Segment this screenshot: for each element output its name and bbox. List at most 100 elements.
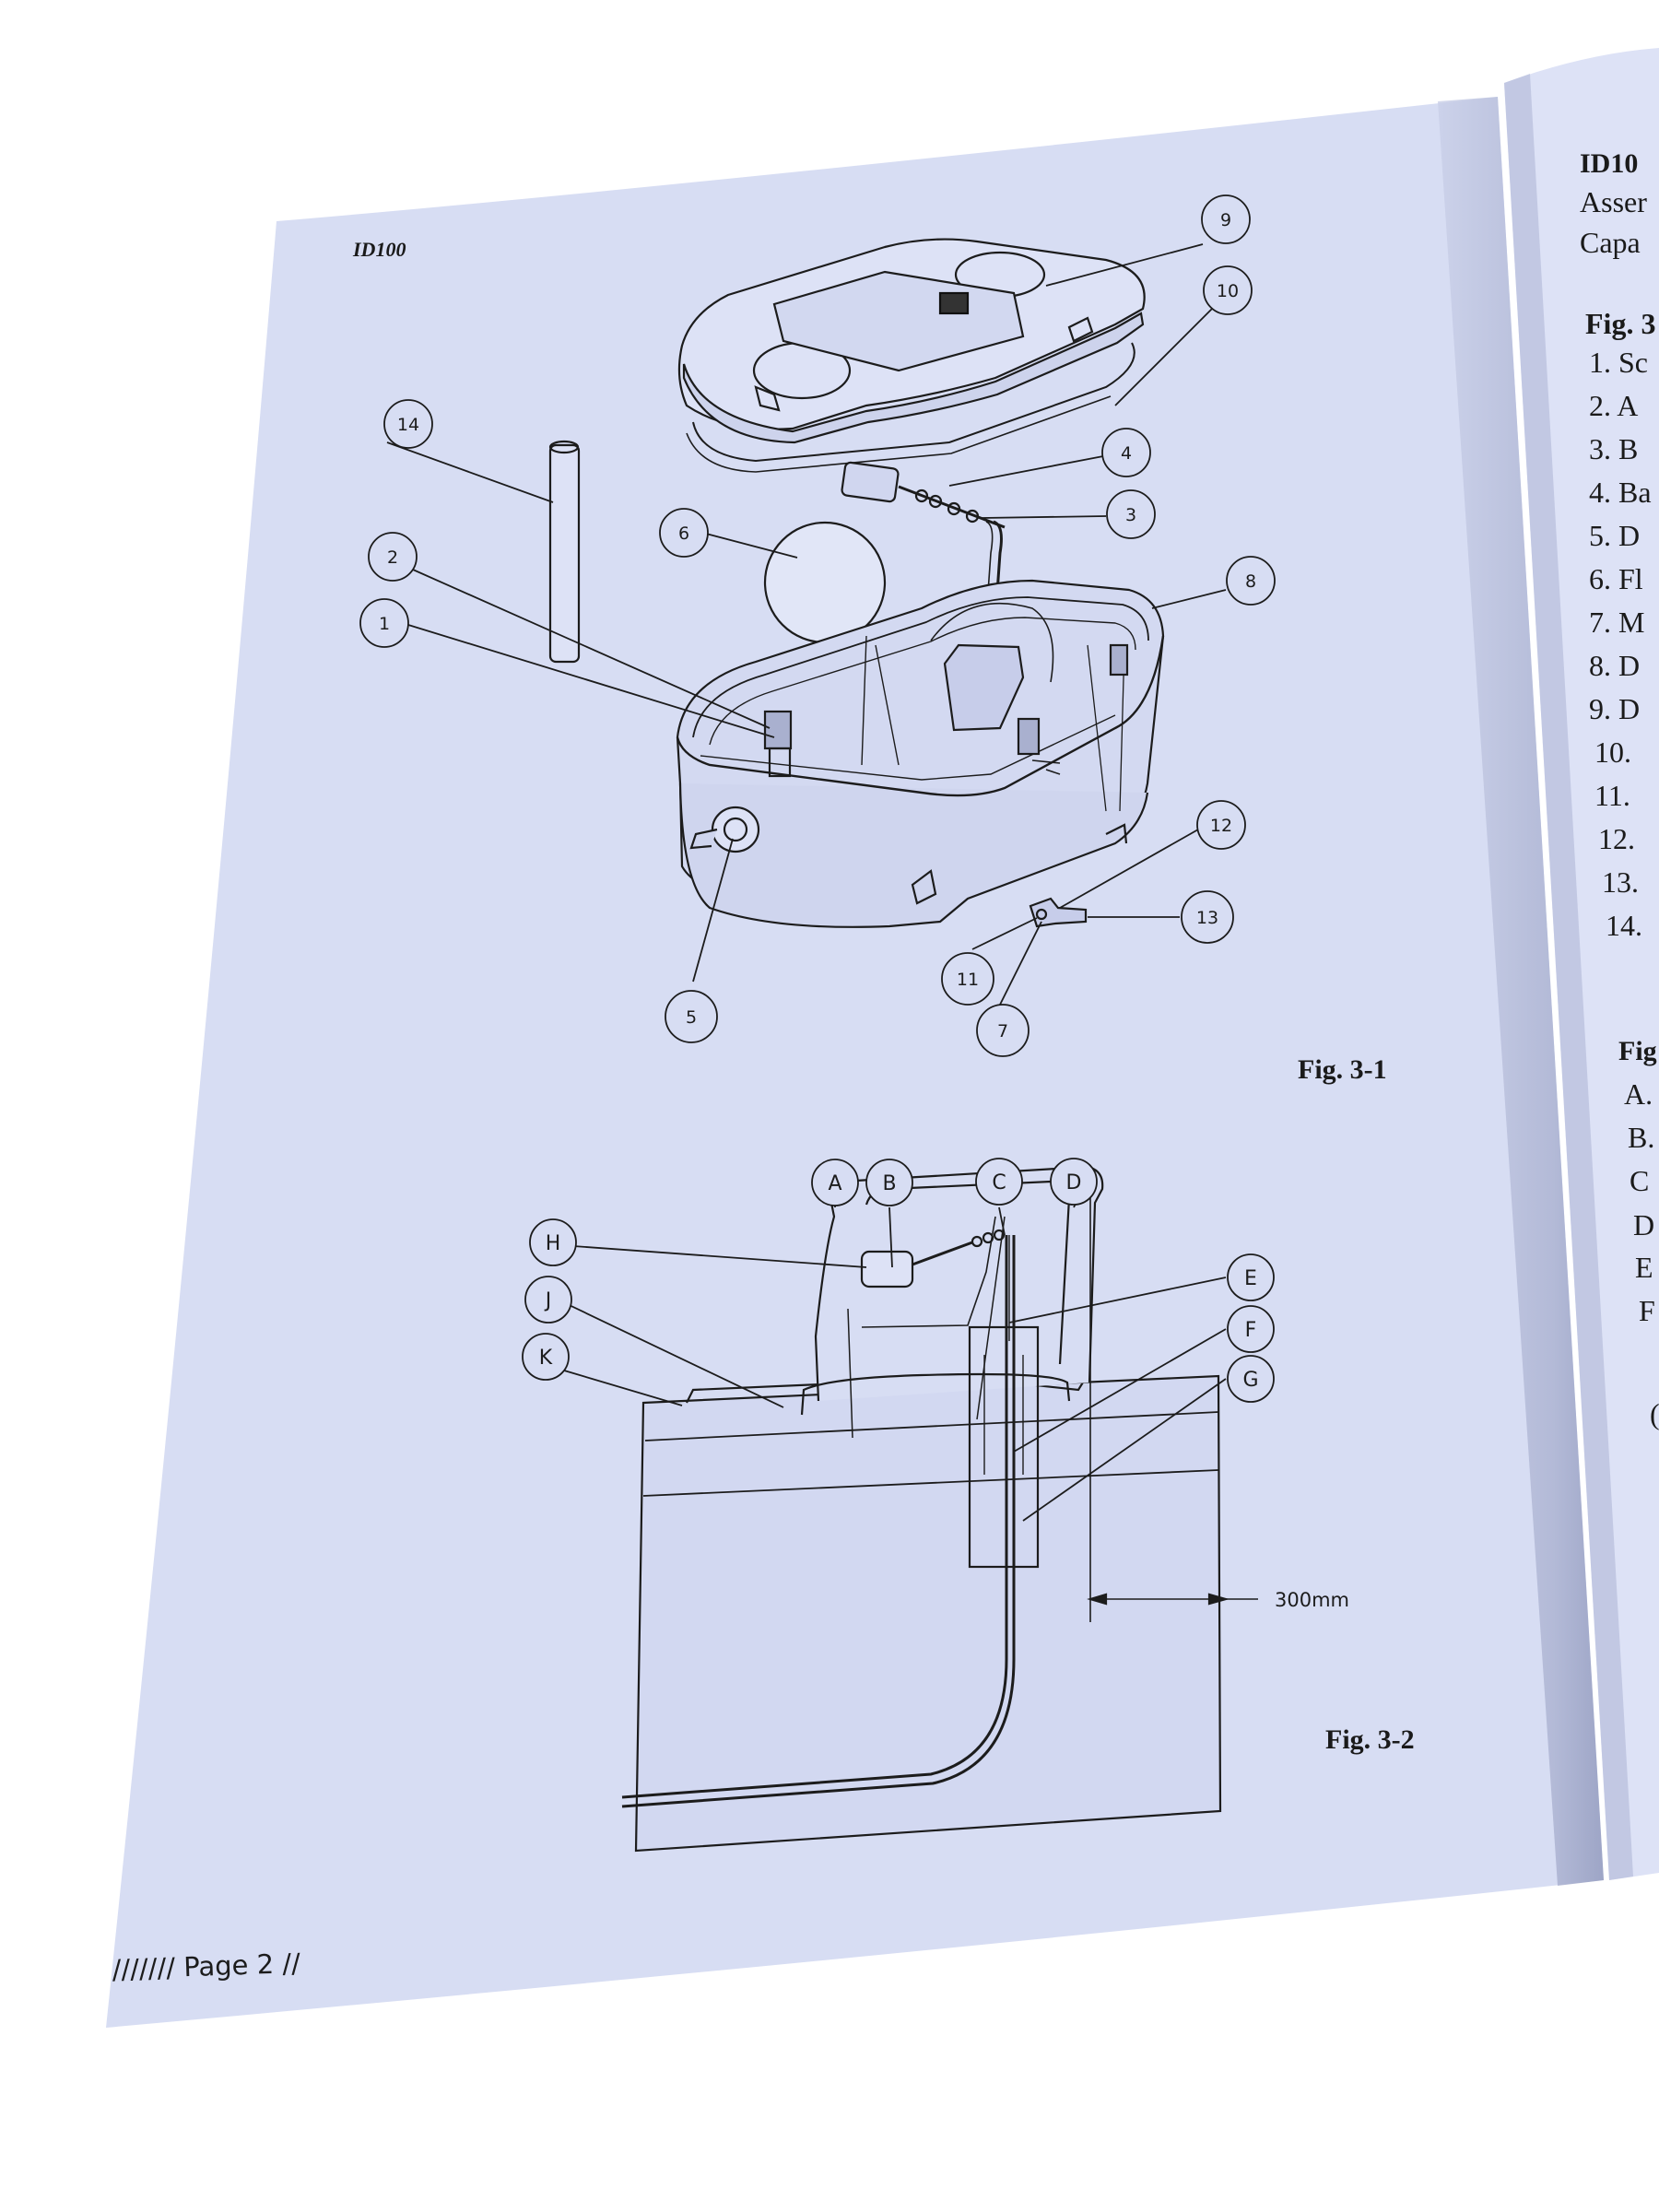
fig-3-1-callouts — [386, 243, 1227, 1006]
right-page-line1: Asser — [1580, 185, 1647, 218]
callout-10-label: 10 — [1217, 281, 1239, 301]
callout-7-label: 7 — [997, 1021, 1008, 1041]
callout-A-label: A — [828, 1172, 841, 1195]
callout-D — [1050, 1158, 1098, 1206]
callout-H — [529, 1218, 577, 1266]
right-list2-item: C — [1630, 1164, 1649, 1197]
right-list1-item: 11. — [1594, 779, 1630, 812]
right-list1-item: 2. A — [1589, 389, 1638, 422]
right-page-fig1-heading: Fig. 3 — [1585, 307, 1655, 340]
fig-3-1-circles — [359, 194, 1276, 1057]
callout-8 — [1226, 556, 1276, 606]
callout-H-label: H — [546, 1232, 561, 1255]
callout-5 — [665, 990, 718, 1043]
gasket — [692, 342, 1135, 463]
callout-B — [865, 1159, 913, 1206]
right-list1-item: 13. — [1602, 865, 1639, 899]
right-list2-item: E — [1635, 1251, 1653, 1284]
overflow-pipe — [548, 443, 581, 664]
callout-1 — [359, 598, 409, 648]
float-ball — [763, 521, 887, 644]
right-list2-item: F — [1639, 1294, 1655, 1327]
fig-3-1-caption: Fig. 3-1 — [1298, 1054, 1387, 1085]
callout-J — [524, 1276, 572, 1324]
right-list1-item: 5. D — [1589, 519, 1640, 552]
right-list1-item: 6. Fl — [1589, 562, 1643, 595]
callout-K — [522, 1333, 570, 1381]
callout-F — [1227, 1305, 1275, 1353]
callout-3-label: 3 — [1125, 505, 1136, 525]
callout-7 — [976, 1004, 1030, 1057]
right-page-lower-fragment: ( — [1650, 1397, 1659, 1430]
callout-9-label: 9 — [1220, 210, 1231, 230]
callout-2-label: 2 — [387, 547, 398, 568]
fig-3-1-drawing — [548, 238, 1165, 928]
callout-G — [1227, 1355, 1275, 1403]
right-list1-item: 9. D — [1589, 692, 1640, 725]
callout-B-label: B — [882, 1172, 896, 1195]
callout-8-label: 8 — [1245, 571, 1256, 592]
right-list1-item: 1. Sc — [1589, 346, 1648, 379]
page-footer: /////// Page 2 // — [112, 1947, 301, 1985]
fig-3-2-callout-labels: A B C D E F G H J K — [539, 1171, 1259, 1392]
callout-E — [1227, 1253, 1275, 1301]
callout-14 — [383, 399, 433, 449]
float-body — [860, 1250, 914, 1288]
right-list1-item: 3. B — [1589, 432, 1638, 465]
callout-10 — [1203, 265, 1253, 315]
fig-3-2-leaders — [554, 1180, 1227, 1522]
callout-C — [975, 1158, 1023, 1206]
right-list2-item: B. — [1628, 1121, 1654, 1154]
left-page-header: ID100 — [352, 238, 406, 261]
ground-slab — [634, 1374, 1222, 1853]
right-list1-item: 8. D — [1589, 649, 1640, 682]
callout-F-label: F — [1245, 1319, 1257, 1342]
fig-3-2-caption: Fig. 3-2 — [1325, 1724, 1415, 1755]
fig-3-2-drawing — [621, 1165, 1258, 1853]
callout-3 — [1106, 489, 1156, 539]
right-list1-item: 7. M — [1589, 606, 1644, 639]
right-list1-item: 14. — [1606, 909, 1642, 942]
right-page-header: ID10 — [1580, 148, 1638, 179]
callout-11 — [941, 952, 994, 1006]
right-list2-item: A. — [1624, 1077, 1653, 1111]
callout-6-label: 6 — [678, 524, 689, 544]
right-page-text: ID10 Asser Capa Fig. 3 1. Sc 2. A 3. B 4… — [1580, 148, 1659, 1430]
fig-3-1-callout-labels: 9 10 4 3 6 8 14 2 1 5 7 11 12 13 — [379, 210, 1256, 1041]
right-list1-item: 4. Ba — [1589, 476, 1652, 509]
callout-2 — [368, 532, 418, 582]
right-list1-item: 10. — [1594, 735, 1631, 769]
callout-11-label: 11 — [957, 970, 979, 990]
callout-12 — [1196, 800, 1246, 850]
callout-4 — [1101, 428, 1151, 477]
pipe-sleeve — [968, 1325, 1040, 1569]
page-gutter-shadow — [1438, 97, 1604, 1886]
callout-4-label: 4 — [1121, 443, 1132, 464]
callout-13 — [1181, 890, 1234, 944]
callout-12-label: 12 — [1210, 816, 1232, 836]
right-page-gutter — [1504, 74, 1633, 1880]
float-valve — [841, 461, 900, 503]
right-list1-item: 12. — [1598, 822, 1635, 855]
inlet-fitting — [711, 806, 760, 853]
dimension-label: 300mm — [1275, 1589, 1349, 1611]
callout-C-label: C — [992, 1171, 1006, 1194]
right-list2-item: D — [1633, 1208, 1654, 1241]
fig-3-2-circles — [522, 1158, 1275, 1403]
right-page-fig2-heading: Fig — [1618, 1036, 1657, 1066]
callout-14-label: 14 — [397, 415, 419, 435]
callout-1-label: 1 — [379, 614, 390, 634]
callout-A — [811, 1159, 859, 1206]
right-page-line2: Capa — [1580, 226, 1641, 259]
callout-E-label: E — [1244, 1267, 1257, 1290]
supply-pipe — [621, 1235, 1008, 1799]
callout-13-label: 13 — [1196, 908, 1218, 928]
callout-9 — [1201, 194, 1251, 244]
callout-D-label: D — [1066, 1171, 1082, 1194]
callout-6 — [659, 508, 709, 558]
callout-K-label: K — [539, 1347, 553, 1370]
callout-J-label: J — [544, 1289, 552, 1312]
callout-G-label: G — [1242, 1369, 1258, 1392]
